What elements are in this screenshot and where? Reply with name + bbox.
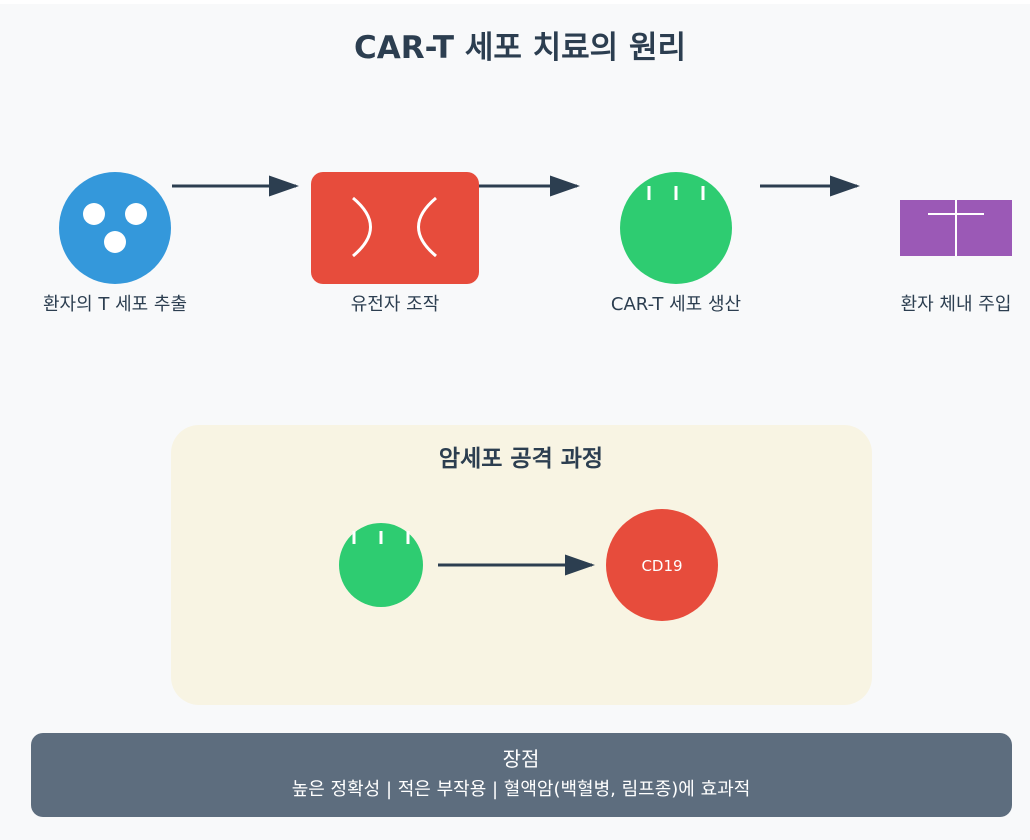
infusion-bag-icon: [900, 200, 1012, 256]
step-label-modify: 유전자 조작: [351, 294, 440, 315]
attack-panel: 암세포 공격 과정 CD19: [171, 425, 872, 705]
dna-icon: [311, 172, 479, 284]
cancer-cell-antigen-label: CD19: [641, 557, 682, 575]
step-extract: 환자의 T 세포 추출: [43, 172, 187, 315]
attack-panel-title: 암세포 공격 과정: [439, 446, 603, 472]
page-title: CAR-T 세포 치료의 원리: [354, 30, 686, 66]
advantages-background: [31, 733, 1012, 817]
step-label-inject: 환자 체내 주입: [901, 294, 1012, 315]
t-cell-icon: [59, 172, 171, 284]
advantages-panel: 장점 높은 정확성 | 적은 부작용 | 혈액암(백혈병, 림프종)에 효과적: [31, 733, 1012, 817]
advantages-text: 높은 정확성 | 적은 부작용 | 혈액암(백혈병, 림프종)에 효과적: [292, 779, 751, 800]
advantages-title: 장점: [503, 747, 540, 771]
cancer-cell-icon: [606, 509, 718, 621]
step-label-extract: 환자의 T 세포 추출: [43, 294, 187, 315]
diagram-background: [0, 4, 1030, 840]
step-label-produce: CAR-T 세포 생산: [611, 294, 741, 315]
car-t-cell-icon: [339, 523, 423, 607]
car-t-cell-icon: [620, 172, 732, 284]
step-produce: CAR-T 세포 생산: [611, 172, 741, 315]
step-modify: 유전자 조작: [311, 172, 479, 315]
step-inject: 환자 체내 주입: [900, 200, 1012, 315]
